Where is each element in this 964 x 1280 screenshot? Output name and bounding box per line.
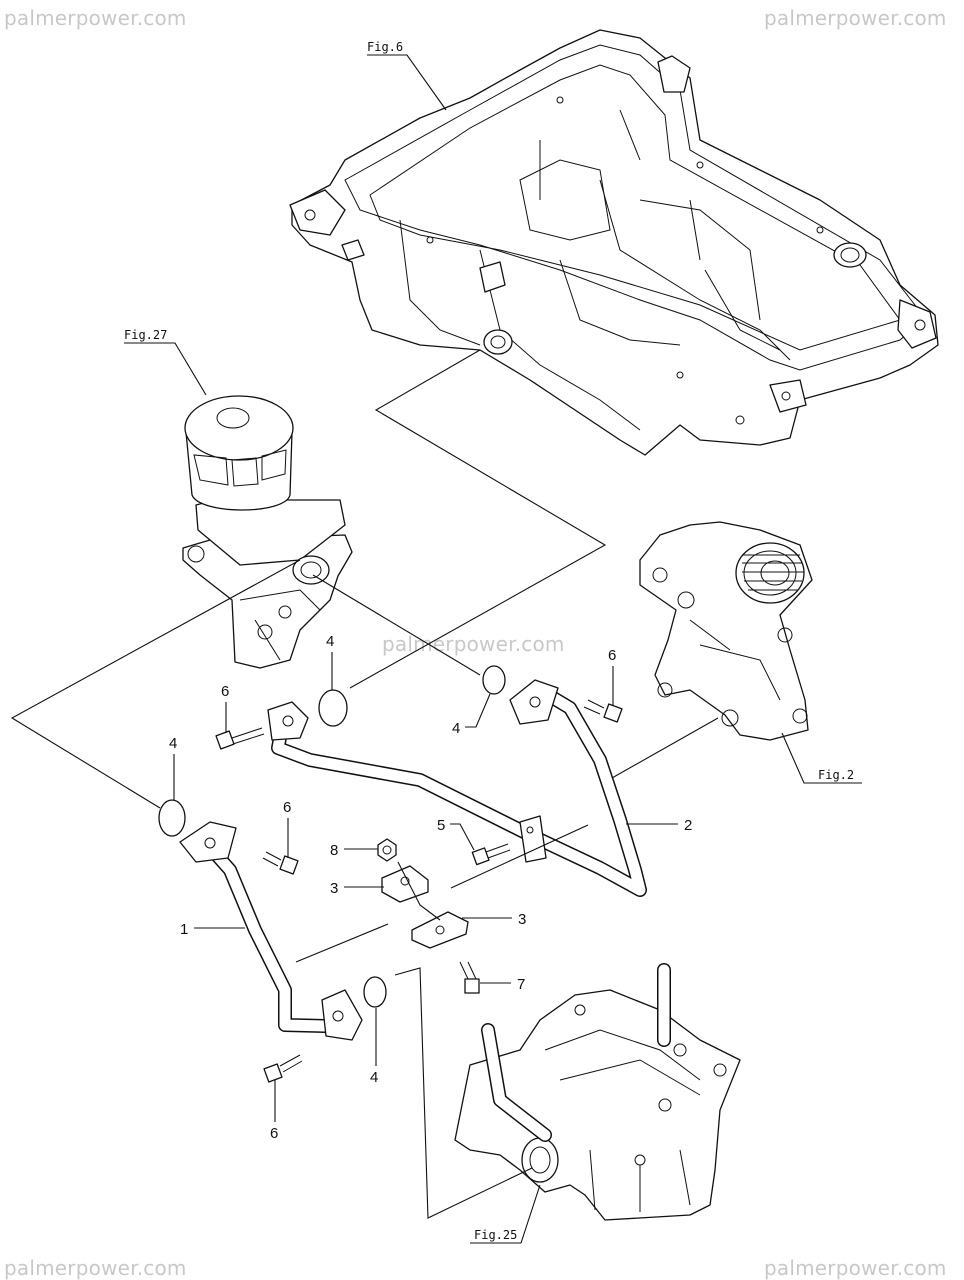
svg-text:6: 6 — [608, 647, 616, 664]
figure-reference-fig6: Fig.6 — [367, 40, 447, 111]
callout-6-lower: 6 — [270, 1080, 278, 1142]
svg-text:Fig.2: Fig.2 — [818, 768, 854, 782]
svg-text:Fig.25: Fig.25 — [474, 1228, 517, 1242]
oil-cooler-assembly — [454, 963, 741, 1221]
watermark-top-left: palmerpower.com — [4, 6, 187, 30]
callout-7: 7 — [480, 976, 525, 993]
svg-text:4: 4 — [326, 633, 334, 650]
svg-text:3: 3 — [330, 880, 338, 897]
oil-pipe-2 — [267, 679, 647, 897]
watermark-center: palmerpower.com — [382, 632, 565, 656]
svg-text:4: 4 — [370, 1069, 378, 1086]
svg-text:Fig.27: Fig.27 — [124, 328, 167, 342]
figure-reference-fig25: Fig.25 — [470, 1184, 541, 1244]
callout-4-left: 4 — [169, 735, 177, 800]
callout-6-upper-left: 6 — [221, 683, 229, 733]
figure-reference-fig27: Fig.27 — [124, 328, 207, 396]
watermark-top-right: palmerpower.com — [764, 6, 947, 30]
oil-pan — [289, 29, 939, 456]
callout-1: 1 — [180, 921, 245, 938]
svg-text:6: 6 — [270, 1125, 278, 1142]
svg-text:6: 6 — [221, 683, 229, 700]
connection-lines — [10, 349, 719, 1219]
oil-pipe-1 — [179, 821, 363, 1041]
watermark-bottom-right: palmerpower.com — [764, 1256, 947, 1280]
svg-text:7: 7 — [517, 976, 525, 993]
watermark-bottom-left: palmerpower.com — [4, 1256, 187, 1280]
callout-6-right: 6 — [608, 647, 616, 706]
callout-3-lower: 3 — [462, 911, 526, 928]
svg-text:4: 4 — [169, 735, 177, 752]
bolts-and-clamps — [215, 699, 623, 1083]
callout-4-right: 4 — [452, 693, 491, 737]
svg-text:Fig.6: Fig.6 — [367, 40, 403, 54]
o-rings — [158, 665, 506, 1008]
callout-3-upper: 3 — [330, 880, 384, 897]
svg-text:6: 6 — [283, 799, 291, 816]
callout-5: 5 — [437, 817, 475, 851]
svg-text:1: 1 — [180, 921, 188, 938]
oil-filter-assembly — [182, 395, 353, 669]
svg-text:5: 5 — [437, 817, 445, 834]
svg-text:2: 2 — [684, 817, 692, 834]
svg-text:4: 4 — [452, 720, 460, 737]
svg-text:3: 3 — [518, 911, 526, 928]
callout-6-middle: 6 — [283, 799, 291, 858]
svg-text:8: 8 — [330, 842, 338, 859]
figure-reference-fig2: Fig.2 — [781, 732, 862, 784]
callout-4-lower: 4 — [370, 1008, 378, 1086]
front-bracket — [639, 521, 813, 741]
callout-4-upper: 4 — [326, 633, 334, 690]
callout-2: 2 — [626, 817, 692, 834]
callout-8: 8 — [330, 842, 378, 859]
